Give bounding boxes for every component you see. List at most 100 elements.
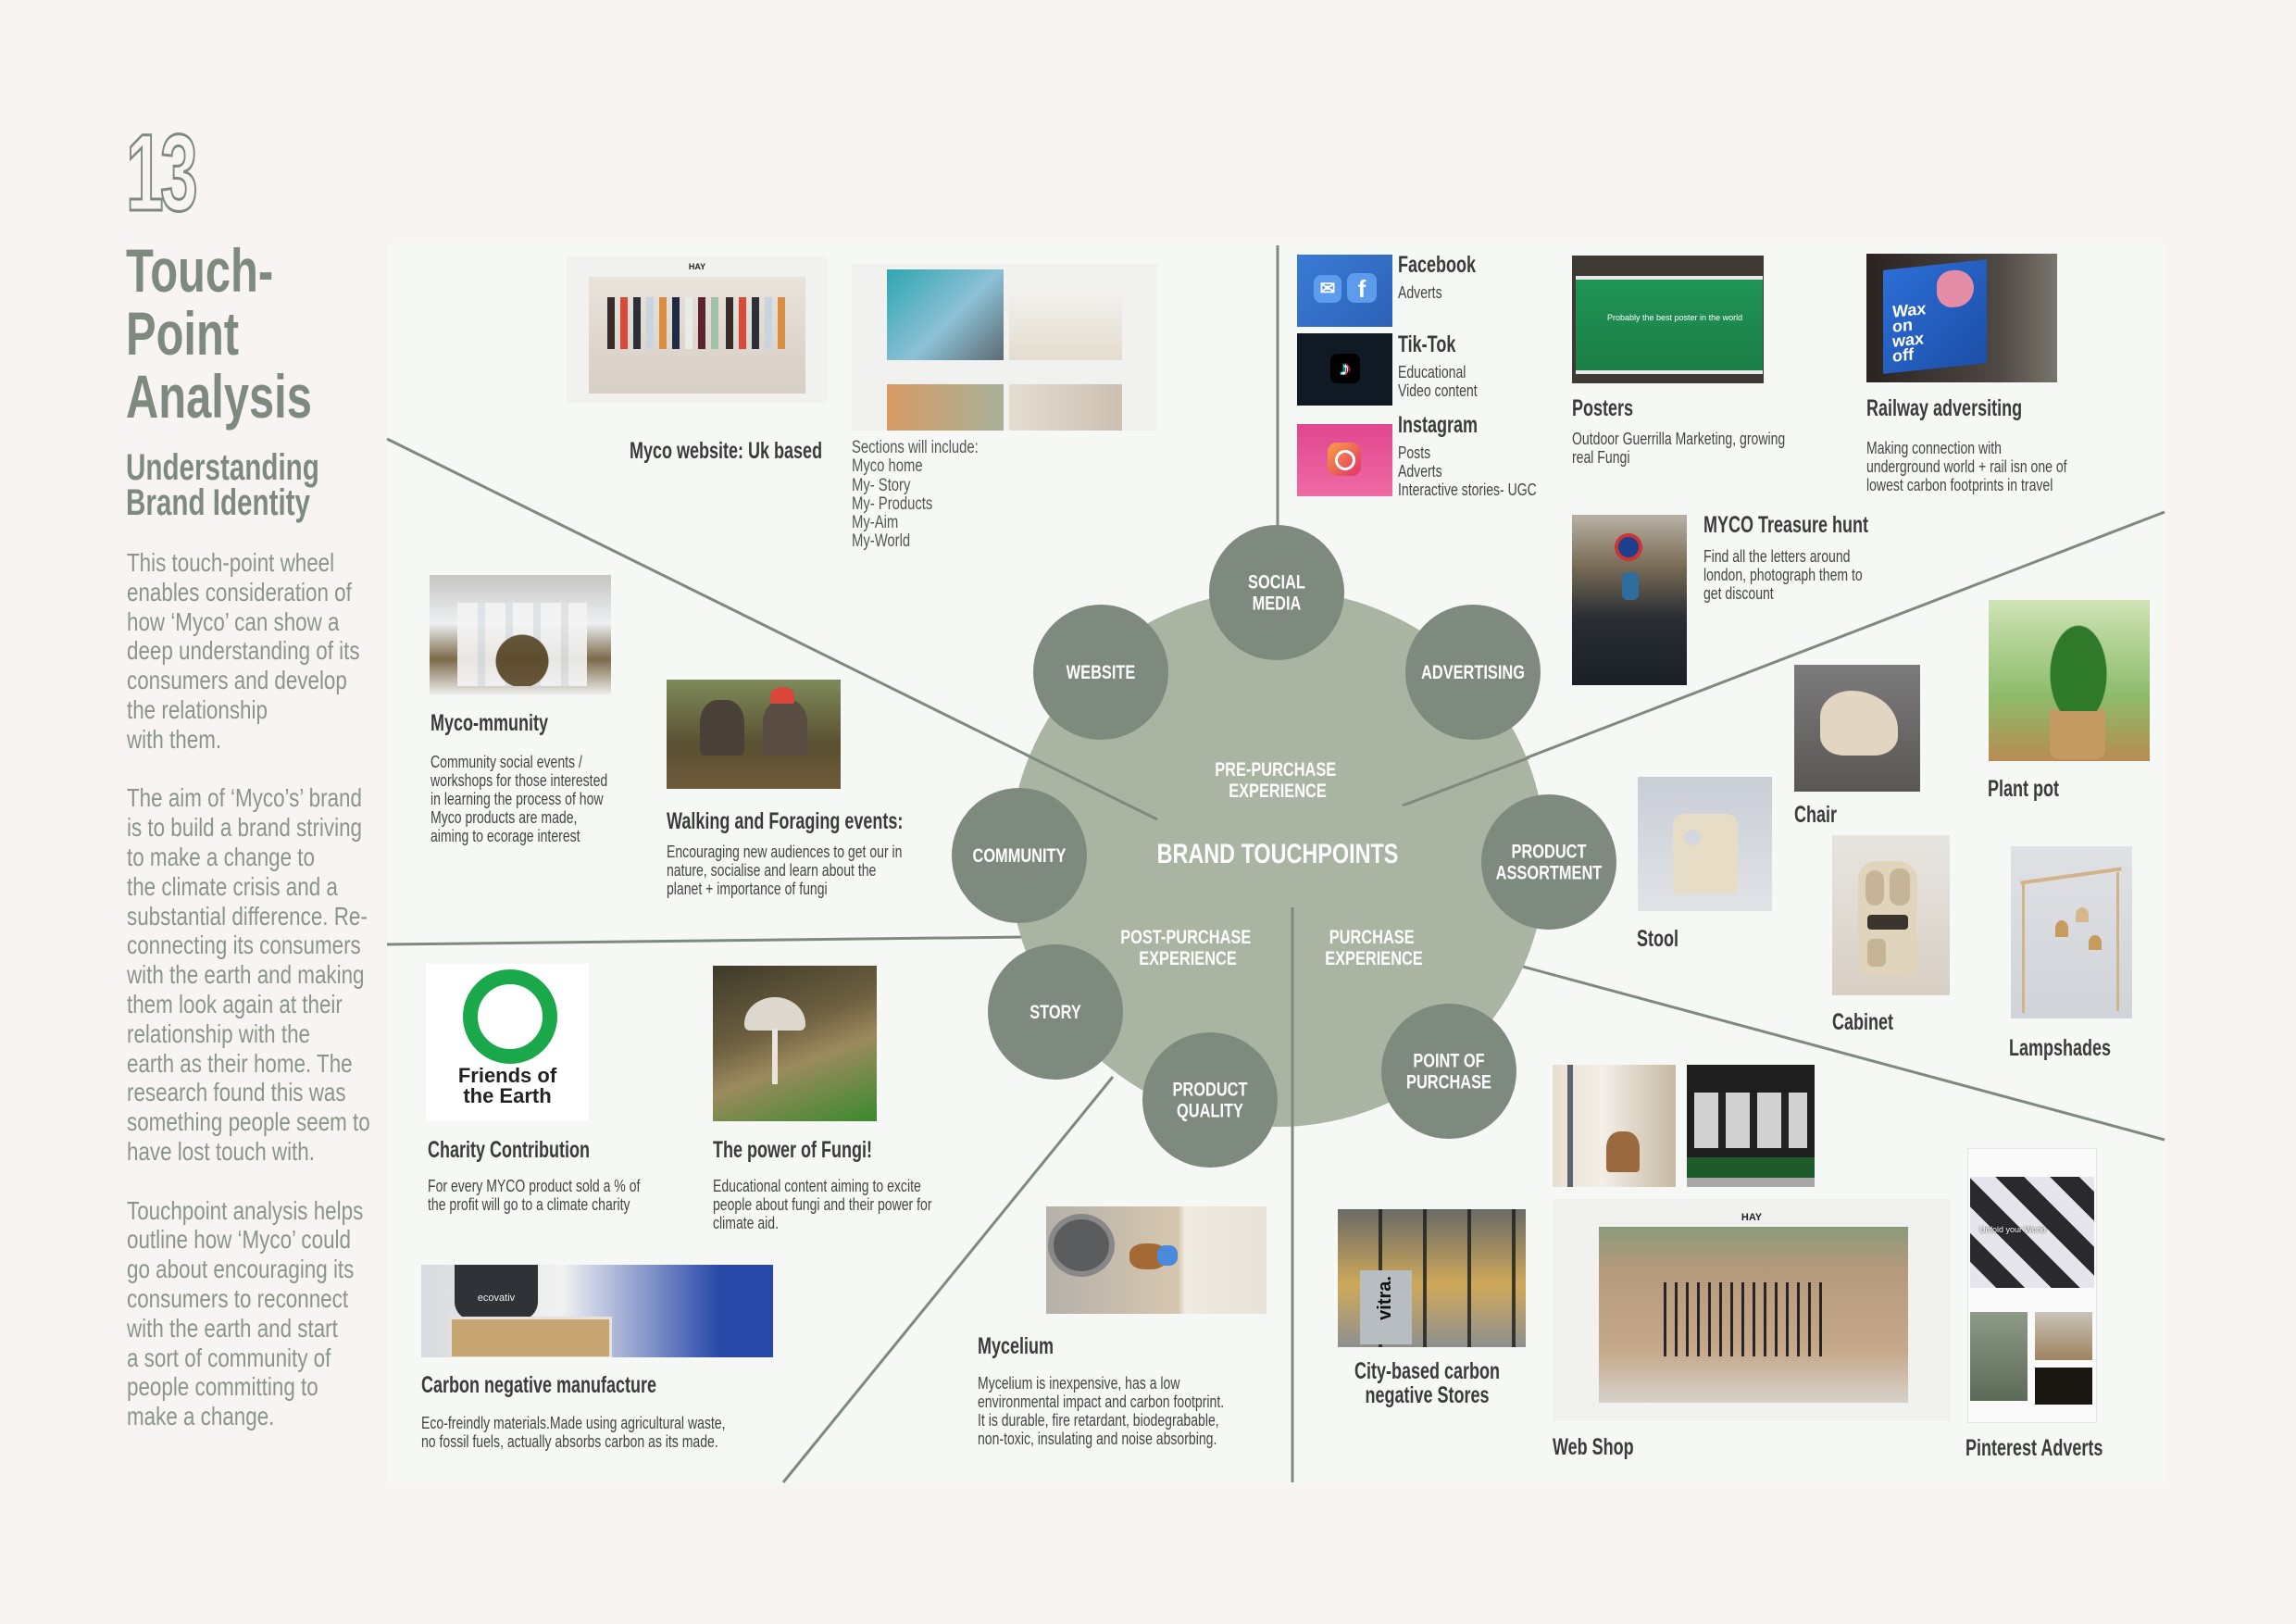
railway-desc: Making connection with underground world… (1866, 439, 2067, 494)
community-workshop-image (430, 575, 611, 695)
title-line: Touch- (126, 236, 274, 305)
mycelium-desc: Mycelium is inexpensive, has a low envir… (978, 1374, 1225, 1448)
railway-ad-caption: Wax on wax off (1892, 299, 1927, 366)
touchpoint-node-label: STORY (1029, 1001, 1081, 1022)
tiktok-heading: Tik-Tok (1398, 331, 1456, 357)
fungi-desc: Educational content aiming to excite peo… (713, 1177, 932, 1232)
instagram-heading: Instagram (1398, 412, 1479, 438)
instagram-icon (1297, 424, 1392, 496)
mushroom-image (713, 966, 877, 1121)
touchpoint-node: STORY (988, 944, 1123, 1080)
webshop-heading: Web Shop (1553, 1434, 1634, 1460)
facebook-heading: Facebook (1398, 252, 1477, 278)
divider-line (386, 935, 1027, 946)
touchpoint-node-label: ADVERTISING (1421, 661, 1525, 682)
poster-image: Probably the best poster in the world (1572, 256, 1764, 383)
pinterest-ad-caption: Unfold your World (1979, 1225, 2046, 1234)
friends-of-the-earth-logo: Friends of the Earth (426, 964, 589, 1121)
phase-purchase: PURCHASE EXPERIENCE (1325, 926, 1423, 968)
touchpoint-node-circle (952, 788, 1087, 923)
intro-text: This touch-point wheel enables considera… (127, 548, 386, 1461)
website-screenshot-image: HAY (567, 256, 828, 403)
title-line: Analysis (126, 362, 312, 431)
divider-line (1025, 753, 1158, 821)
posters-desc: Outdoor Guerrilla Marketing, growing rea… (1572, 430, 1786, 467)
divider-line (1402, 510, 2165, 807)
vitra-store-image: vitra. (1338, 1209, 1526, 1347)
community-desc: Community social events / workshops for … (430, 753, 608, 845)
foraging-heading: Walking and Foraging events: (667, 808, 904, 834)
webshop-hay-logo: HAY (1741, 1212, 1763, 1223)
touchpoint-node-circle (1405, 605, 1541, 740)
touchpoint-node-circle (1209, 525, 1344, 660)
posters-heading: Posters (1572, 395, 1634, 421)
touchpoint-node-circle (1381, 1004, 1516, 1139)
treasure-hunt-image (1572, 515, 1687, 685)
pinterest-ad-image: Unfold your World (1967, 1148, 2097, 1423)
mycelium-heading: Mycelium (978, 1333, 1054, 1359)
vitra-sign: vitra. (1375, 1276, 1395, 1320)
tiktok-icon: ♪ (1297, 333, 1392, 406)
product-label-lampshades: Lampshades (2009, 1035, 2112, 1061)
charity-heading: Charity Contribution (428, 1137, 590, 1163)
foraging-image (667, 680, 841, 789)
manufacture-shirt-logo: ecovativ (477, 1293, 516, 1304)
divider-line (1402, 756, 1530, 807)
touchpoint-node: COMMUNITY (952, 788, 1087, 923)
lampshades-image (2011, 846, 2132, 1018)
subtitle-line: Brand Identity (126, 482, 310, 523)
intro-paragraph: This touch-point wheel enables considera… (127, 548, 360, 754)
manufacture-heading: Carbon negative manufacture (421, 1372, 657, 1398)
touchpoint-node-circle (988, 944, 1123, 1080)
treasure-hunt-desc: Find all the letters around london, phot… (1703, 547, 1863, 603)
cabinet-image (1832, 835, 1950, 995)
touchpoint-node: ADVERTISING (1405, 605, 1541, 740)
touchpoint-node-label: WEBSITE (1067, 661, 1136, 682)
divider-line (781, 1076, 1115, 1483)
website-sections-list: Sections will include: Myco home My- Sto… (852, 438, 979, 552)
plant-pot-image (1989, 600, 2150, 761)
chairs-photo (589, 277, 805, 394)
pinterest-heading: Pinterest Adverts (1965, 1435, 2103, 1461)
page-subtitle: Understanding Brand Identity (126, 447, 319, 523)
storefront-image (1687, 1065, 1815, 1187)
chair-image (1794, 665, 1920, 792)
title-line: Point (126, 299, 240, 368)
product-label-cabinet: Cabinet (1832, 1009, 1894, 1035)
website-sections-image (852, 264, 1157, 431)
touchpoint-node-circle (1481, 794, 1616, 930)
stool-image (1638, 777, 1772, 911)
website-heading: Myco website: Uk based (630, 438, 823, 464)
manufacture-desc: Eco-freindly materials.Made using agricu… (421, 1414, 726, 1451)
intro-paragraph: Touchpoint analysis helps outline how ‘M… (127, 1195, 364, 1431)
foraging-desc: Encouraging new audiences to get our in … (667, 843, 903, 898)
divider-line (1522, 965, 2165, 1142)
instagram-desc: Posts Adverts Interactive stories- UGC (1398, 443, 1537, 499)
manufacture-image: ecovativ (421, 1265, 773, 1357)
product-label-stool: Stool (1637, 926, 1678, 952)
railway-image: Wax on wax off (1866, 254, 2057, 382)
poster-caption: Probably the best poster in the world (1607, 313, 1743, 322)
treasure-hunt-heading: MYCO Treasure hunt (1703, 512, 1869, 538)
page-title: Touch- Point Analysis (126, 239, 312, 428)
intro-paragraph: The aim of ‘Myco’s’ brand is to build a … (127, 783, 370, 1166)
subtitle-line: Understanding (126, 447, 319, 488)
mycelium-image (1046, 1206, 1267, 1314)
webshop-screenshot-image: HAY (1553, 1199, 1951, 1421)
store-interior-image (1553, 1065, 1676, 1187)
stores-heading: City-based carbon negative Stores (1354, 1358, 1501, 1408)
facebook-icon: ✉ f (1297, 255, 1392, 327)
tiktok-desc: Educational Video content (1398, 363, 1478, 400)
touchpoint-node-circle (1142, 1032, 1278, 1168)
charity-desc: For every MYCO product sold a % of the p… (428, 1177, 641, 1214)
phase-post-purchase: POST-PURCHASE EXPERIENCE (1120, 926, 1255, 968)
